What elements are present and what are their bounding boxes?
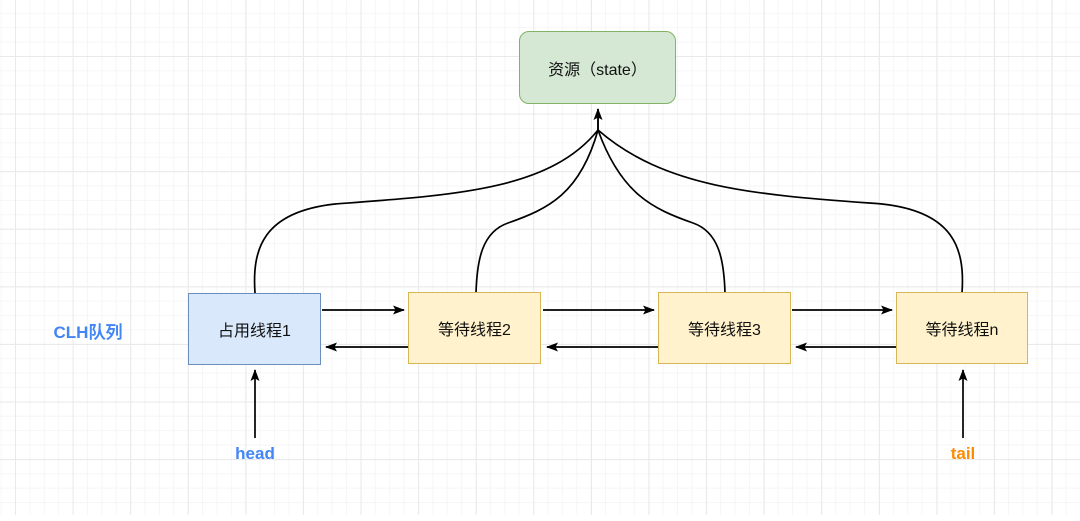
curve-node2-to-resource (475, 129, 599, 294)
node-waiting-thread-2: 等待线程2 (408, 292, 541, 364)
curve-node1-to-resource (253, 129, 599, 294)
node-label: 等待线程3 (688, 322, 761, 339)
head-pointer-label: head (235, 444, 275, 463)
curve-node3-to-resource (597, 129, 726, 294)
node-waiting-thread-3: 等待线程3 (658, 292, 791, 364)
clh-queue-label: CLH队列 (53, 323, 123, 342)
node-label: 等待线程2 (438, 322, 511, 339)
tail-pointer-label: tail (950, 444, 976, 463)
resource-state-label: 资源（state） (548, 61, 647, 79)
node-occupying-thread-1: 占用线程1 (188, 293, 321, 365)
curve-noden-to-resource (597, 129, 964, 294)
node-waiting-thread-n: 等待线程n (896, 292, 1028, 364)
node-label: 占用线程1 (218, 323, 291, 340)
resource-state-node: 资源（state） (519, 31, 676, 104)
node-label: 等待线程n (925, 322, 999, 339)
